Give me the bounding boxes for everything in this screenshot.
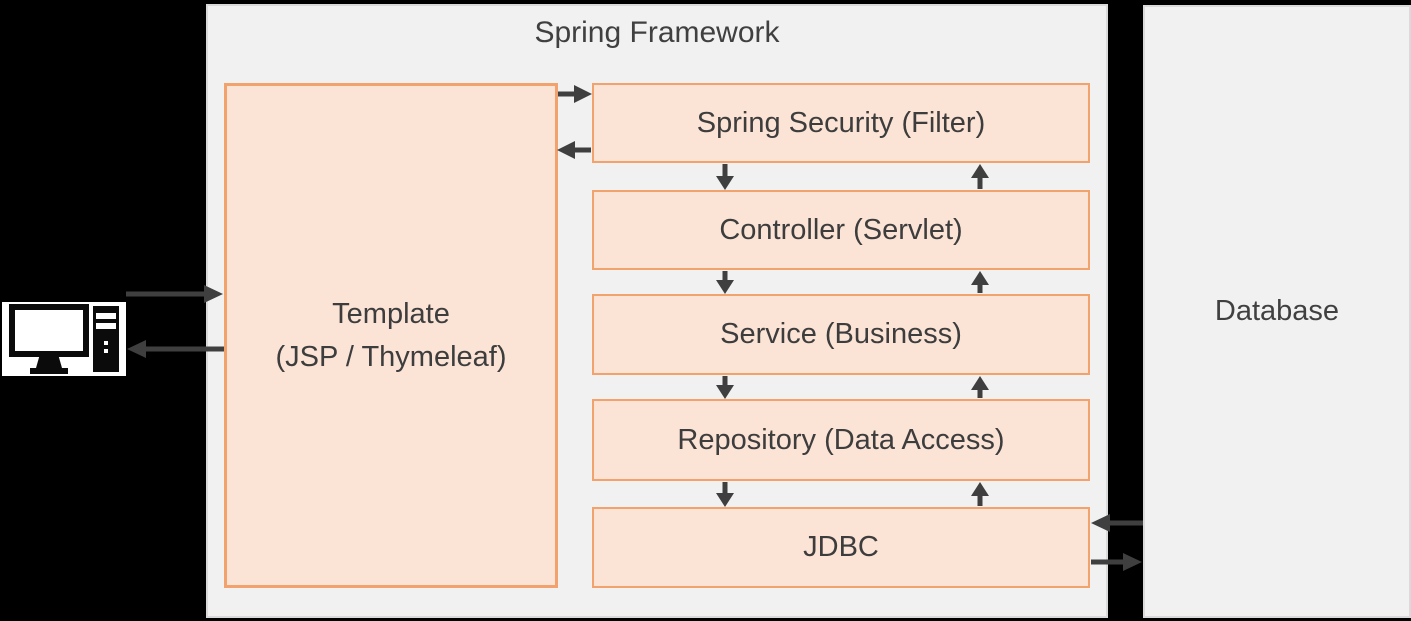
layer-box-spring-security: Spring Security (Filter) — [592, 83, 1090, 163]
layer-label-spring-security: Spring Security (Filter) — [696, 106, 986, 139]
layer-box-repository: Repository (Data Access) — [592, 399, 1090, 481]
layer-label-controller: Controller (Servlet) — [719, 213, 963, 246]
layer-label-repository: Repository (Data Access) — [677, 423, 1005, 456]
template-label-line1: Template — [332, 298, 450, 331]
client-computer — [2, 302, 126, 376]
layer-box-controller: Controller (Servlet) — [592, 190, 1090, 270]
template-label-line2: (JSP / Thymeleaf) — [275, 340, 507, 373]
template-box: Template (JSP / Thymeleaf) — [224, 83, 558, 588]
layer-label-jdbc: JDBC — [803, 531, 879, 563]
layer-label-service: Service (Business) — [720, 318, 962, 350]
spring-framework-title: Spring Framework — [534, 16, 780, 49]
desktop-computer-icon — [9, 304, 119, 374]
database-container: Database — [1143, 5, 1411, 618]
database-label: Database — [1214, 295, 1340, 327]
layer-box-jdbc: JDBC — [592, 507, 1090, 588]
layer-box-service: Service (Business) — [592, 294, 1090, 375]
